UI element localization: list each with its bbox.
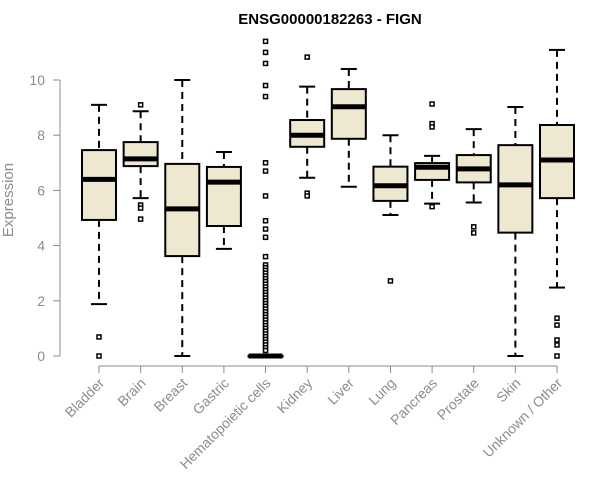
- outlier-point: [137, 205, 144, 211]
- x-tick-label: Breast: [150, 375, 190, 415]
- y-axis: 0 2 4 6 8 10: [29, 72, 61, 364]
- outlier-point: [262, 82, 269, 89]
- outlier-point: [470, 230, 477, 236]
- chart-title: ENSG00000182263 - FIGN: [238, 11, 421, 28]
- outlier-point: [262, 93, 269, 100]
- y-tick-label: 4: [37, 238, 45, 254]
- box-iqr: [81, 149, 117, 221]
- box-iqr: [497, 144, 534, 234]
- outlier-point: [554, 322, 560, 328]
- box-breast: [164, 79, 201, 357]
- x-tick-label: Lung: [365, 375, 398, 408]
- box-iqr: [330, 88, 367, 140]
- box-iqr: [122, 141, 159, 168]
- outlier-point: [554, 337, 560, 343]
- box-liver: [330, 67, 367, 188]
- outlier-point: [262, 234, 269, 241]
- outlier-point: [470, 224, 477, 230]
- outlier-point: [137, 216, 144, 222]
- outlier-point: [96, 334, 102, 340]
- outlier-point: [262, 49, 269, 56]
- box-iqr: [205, 165, 242, 228]
- x-tick-label: Prostate: [434, 375, 482, 423]
- outlier-point: [262, 253, 269, 260]
- outlier-point: [96, 353, 102, 359]
- boxes: [81, 38, 575, 359]
- box-unknown-other: [539, 48, 575, 359]
- outlier-point: [429, 101, 435, 107]
- y-axis-label: Expression: [0, 163, 17, 237]
- box-brain: [122, 102, 159, 222]
- box-pancreas: [414, 101, 451, 210]
- y-tick-label: 0: [37, 348, 45, 364]
- y-tick-label: 2: [37, 293, 45, 309]
- outlier-point: [554, 315, 560, 321]
- box-gastric: [205, 151, 242, 250]
- outlier-point: [262, 38, 269, 45]
- outlier-point: [554, 342, 560, 348]
- outlier-point: [429, 124, 435, 130]
- outlier-point: [387, 278, 394, 284]
- x-tick-label: Kidney: [274, 375, 316, 417]
- x-tick-label: Skin: [493, 375, 524, 406]
- box-prostate: [455, 128, 492, 236]
- box-lung: [372, 134, 409, 284]
- outlier-point: [137, 102, 144, 108]
- outlier-point: [304, 193, 310, 199]
- outlier-point: [554, 353, 560, 359]
- outlier-point: [262, 60, 269, 67]
- outlier-point: [262, 160, 269, 166]
- y-tick-label: 6: [37, 182, 45, 198]
- box-bladder: [81, 103, 117, 359]
- x-tick-label: Unknown / Other: [480, 375, 566, 461]
- x-tick-label: Liver: [324, 375, 357, 408]
- outlier-point: [429, 203, 435, 210]
- y-tick-label: 8: [37, 127, 45, 143]
- outlier-point: [262, 218, 269, 224]
- box-kidney: [289, 54, 326, 199]
- outlier-point: [262, 226, 269, 232]
- x-tick-label: Bladder: [62, 375, 108, 421]
- outlier-point: [262, 168, 269, 174]
- box-hematopoietic-cells: [247, 38, 284, 359]
- x-tick-label: Brain: [114, 375, 148, 409]
- outlier-point: [304, 54, 310, 60]
- box-skin: [497, 106, 534, 357]
- y-tick-label: 10: [29, 72, 45, 88]
- outlier-point: [262, 347, 269, 354]
- outlier-point: [262, 193, 269, 199]
